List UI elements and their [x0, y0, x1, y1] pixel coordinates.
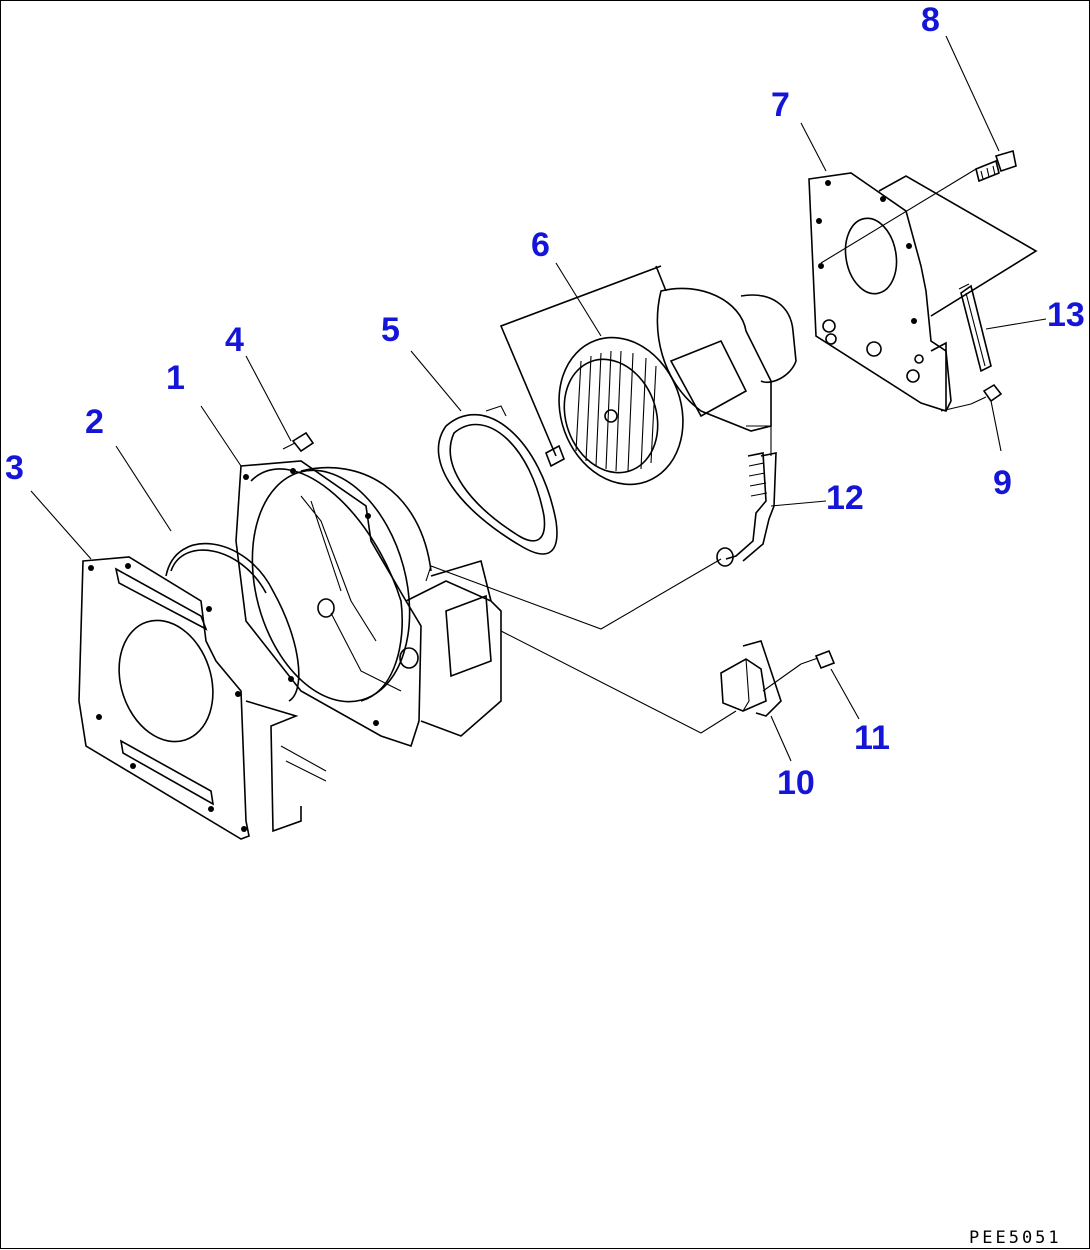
part-5-gasket: [437, 405, 558, 555]
part-8-bolt: [975, 149, 1017, 183]
callout-11: 11: [854, 719, 890, 757]
callouts: 1 2 3 4 5 6 7 8 9 10 11 12 13: [5, 1, 1085, 802]
leader-lines: [30, 35, 1047, 762]
callout-12: 12: [826, 479, 864, 517]
callout-3: 3: [5, 449, 24, 487]
part-9-screw: [970, 383, 1003, 405]
part-6-blower-motor: [499, 265, 797, 486]
callout-8: 8: [921, 1, 940, 39]
callout-7: 7: [771, 86, 790, 124]
callout-9: 9: [993, 464, 1012, 502]
callout-5: 5: [381, 311, 400, 349]
part-13-clamp-strip: [958, 283, 992, 373]
callout-1: 1: [166, 359, 185, 397]
part-11-screw: [800, 649, 836, 670]
part-1-housing: [235, 460, 502, 748]
callout-10: 10: [777, 764, 815, 802]
callout-6: 6: [531, 226, 550, 264]
drawing-code: PEE5051: [969, 1228, 1062, 1248]
part-3-front-plate: [78, 556, 327, 840]
callout-2: 2: [85, 403, 104, 441]
callout-4: 4: [225, 321, 244, 359]
part-12-hose: [716, 425, 777, 567]
part-10-resistor: [720, 640, 782, 717]
part-4-screw: [282, 431, 315, 453]
part-2-seal-ring: [165, 542, 300, 702]
part-7-mounting-plate: [808, 172, 1038, 412]
callout-13: 13: [1047, 296, 1085, 334]
